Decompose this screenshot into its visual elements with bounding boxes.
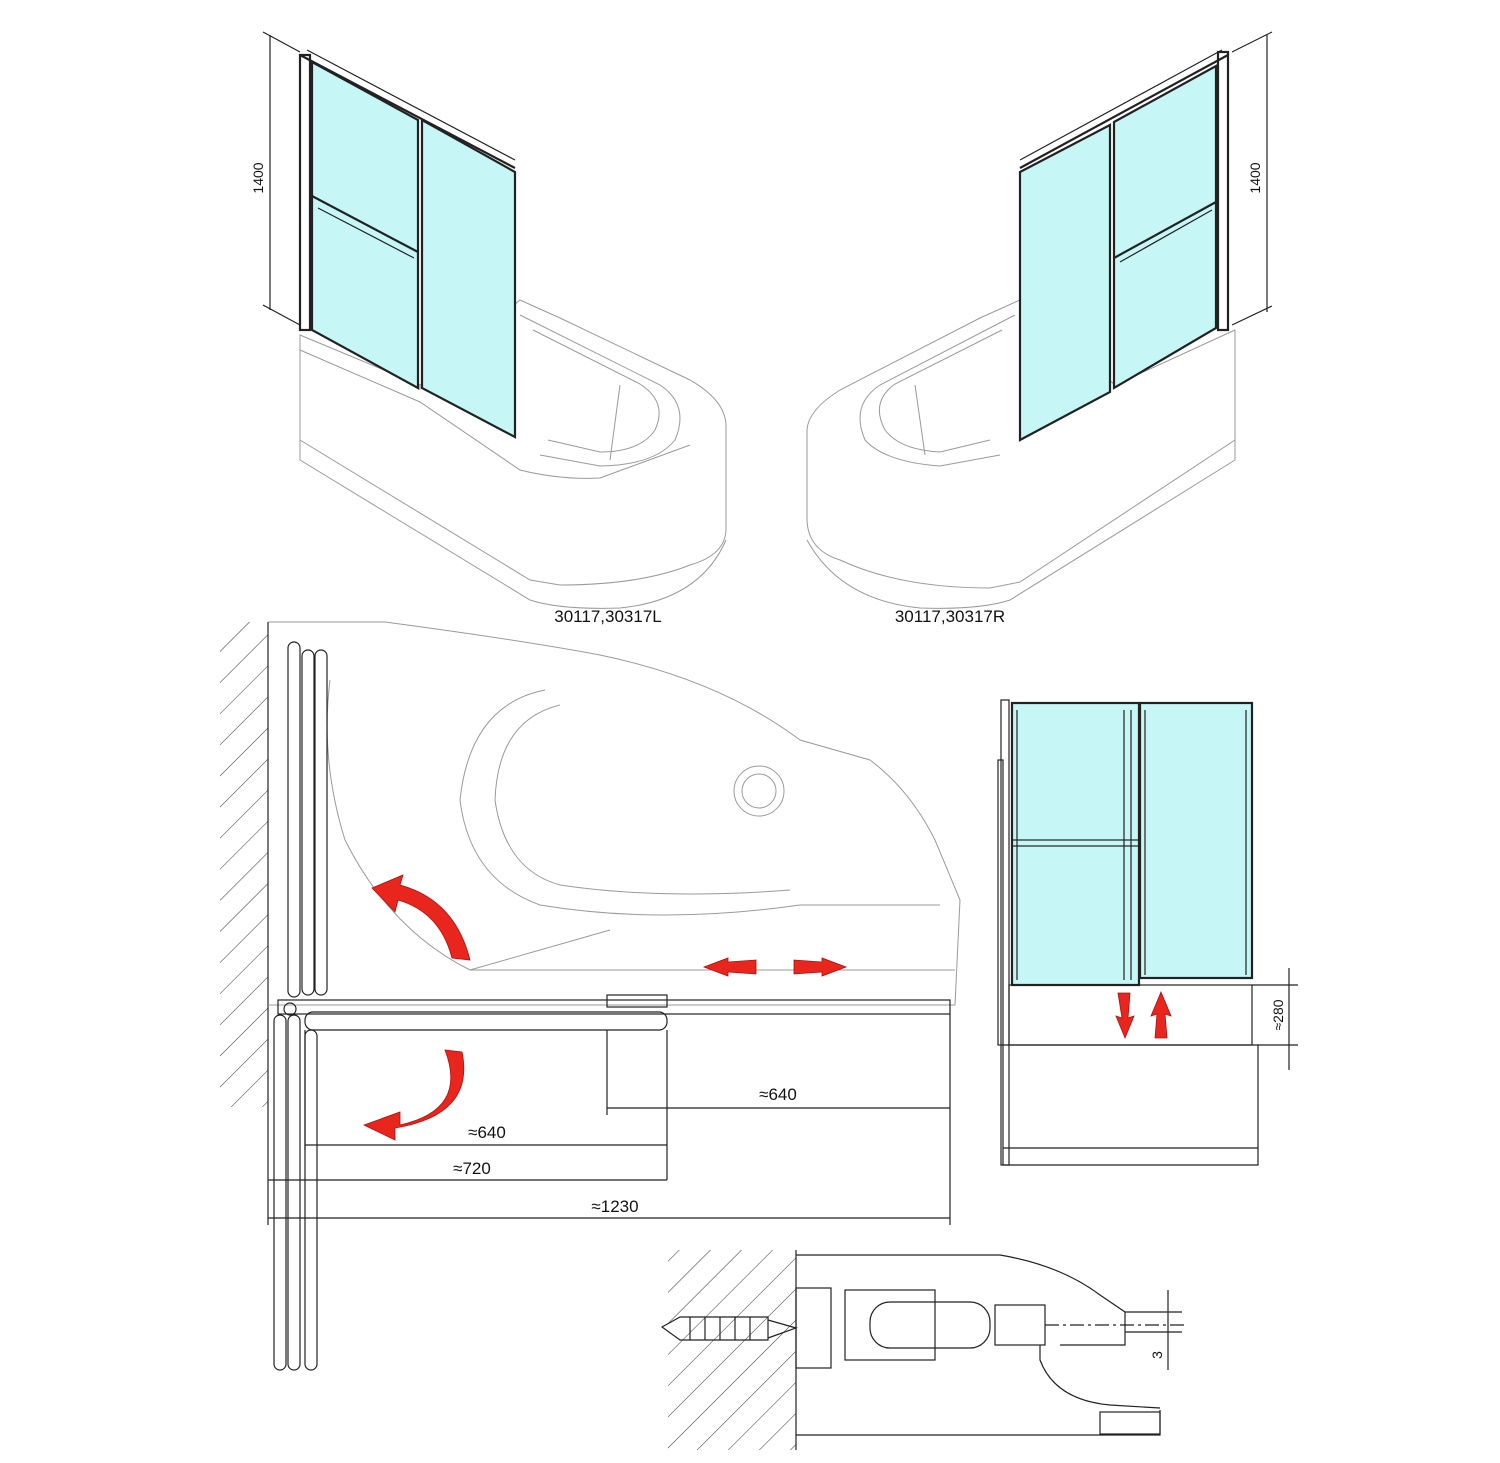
caption-right-model: 30117,30317R — [895, 607, 1005, 626]
left-sliding-panel — [420, 118, 517, 439]
rotate-arrow-up-icon — [371, 874, 471, 961]
folded-screen-vertical — [273, 641, 328, 1371]
elevation-fixed-panel — [1010, 701, 1141, 987]
right-bath-screen — [1018, 49, 1230, 442]
left-height-dimension: 1400 — [250, 31, 301, 326]
lift-up-arrow-icon — [1150, 990, 1172, 1039]
height-label-left: 1400 — [250, 162, 266, 193]
height-label-right: 1400 — [1247, 162, 1263, 193]
lift-down-arrow-icon — [1115, 992, 1135, 1040]
left-isometric-view: 1400 — [250, 31, 727, 609]
plan-dimensions: ≈640 ≈640 ≈720 ≈1230 — [267, 1014, 951, 1225]
slide-left-arrow-icon — [702, 957, 757, 977]
wall-hatching — [220, 622, 269, 1110]
wall-profile-detail: 3 — [660, 1250, 1185, 1450]
right-bathtub — [806, 299, 1236, 609]
plan-view: ≈640 ≈640 ≈720 ≈1230 — [220, 621, 961, 1371]
right-height-dimension: 1400 — [1231, 31, 1273, 326]
rotate-arrow-down-icon — [362, 1049, 465, 1141]
right-sliding-panel — [1018, 123, 1112, 442]
plan-bathtub — [268, 621, 961, 1006]
dim-label-640-lower: ≈640 — [468, 1123, 506, 1142]
slide-right-arrow-icon — [793, 957, 848, 977]
screen-extended-horizontal — [277, 994, 951, 1031]
front-elevation-view: ≈280 — [997, 699, 1298, 1166]
dim-label-1230: ≈1230 — [591, 1197, 638, 1216]
left-bathtub — [299, 299, 727, 609]
dim-label-720: ≈720 — [453, 1159, 491, 1178]
dim-label-280: ≈280 — [1270, 999, 1286, 1030]
dim-label-gap: 3 — [1149, 1351, 1165, 1359]
right-fixed-panel-upper — [1112, 64, 1218, 390]
caption-left-model: 30117,30317L — [554, 607, 661, 626]
dim-label-640-upper: ≈640 — [759, 1085, 797, 1104]
rotation-arrows — [362, 874, 471, 1141]
right-isometric-view: 1400 — [806, 31, 1273, 609]
left-bath-screen — [298, 49, 517, 439]
elevation-sliding-panel — [1138, 701, 1254, 980]
sliding-arrows — [702, 957, 848, 977]
